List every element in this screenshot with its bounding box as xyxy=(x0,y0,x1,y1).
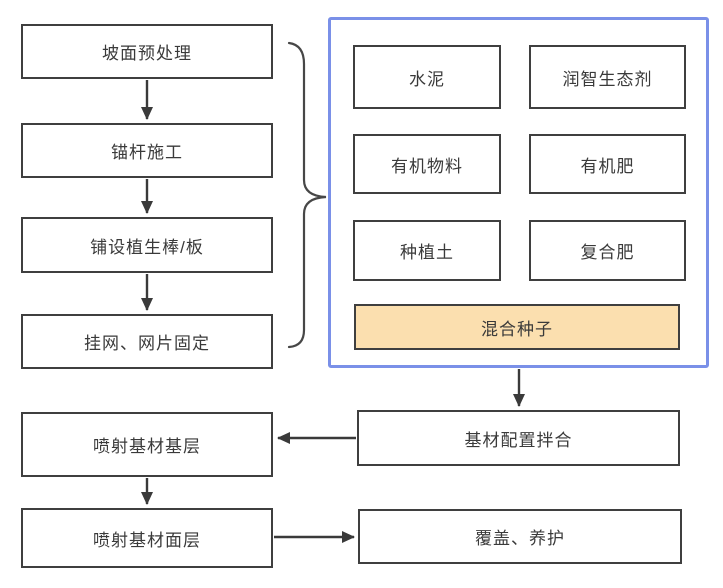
node-compound-fertilizer: 复合肥 xyxy=(529,220,686,281)
node-label: 复合肥 xyxy=(580,243,635,262)
node-label: 有机物料 xyxy=(391,156,463,176)
node-label: 种植土 xyxy=(400,243,454,262)
node-spray-substrate-base-layer: 喷射基材基层 xyxy=(21,412,273,477)
node-substrate-mixing: 基材配置拌合 xyxy=(357,410,680,466)
node-spray-substrate-surface-layer: 喷射基材面层 xyxy=(21,508,273,568)
node-hang-net-fixing: 挂网、网片固定 xyxy=(21,314,273,369)
node-label: 基材配置拌合 xyxy=(464,430,573,450)
node-planting-soil: 种植土 xyxy=(353,220,501,281)
node-label: 锚杆施工 xyxy=(111,143,183,162)
node-runzhi-eco-agent: 润智生态剂 xyxy=(529,45,686,109)
node-anchor-bolt-construction: 锚杆施工 xyxy=(21,123,273,178)
node-slope-pretreatment: 坡面预处理 xyxy=(21,24,273,79)
node-lay-vegetation-rod-board: 铺设植生棒/板 xyxy=(21,217,273,273)
node-organic-fertilizer: 有机肥 xyxy=(529,134,686,194)
node-label: 润智生态剂 xyxy=(562,69,653,89)
node-label: 喷射基材面层 xyxy=(93,530,201,550)
node-label: 覆盖、养护 xyxy=(475,529,565,548)
materials-group-container: 水泥 润智生态剂 有机物料 有机肥 种植土 复合肥 混合种子 xyxy=(328,17,709,368)
node-label: 坡面预处理 xyxy=(102,44,192,63)
node-label: 水泥 xyxy=(409,69,445,89)
node-mixed-seeds: 混合种子 xyxy=(354,304,680,350)
curly-brace xyxy=(287,41,327,349)
node-label: 有机肥 xyxy=(580,156,635,176)
node-organic-material: 有机物料 xyxy=(353,134,501,194)
node-label: 挂网、网片固定 xyxy=(84,334,210,353)
node-cover-and-maintain: 覆盖、养护 xyxy=(358,509,682,564)
node-label: 喷射基材基层 xyxy=(93,437,201,456)
node-label: 混合种子 xyxy=(481,319,553,339)
node-label: 铺设植生棒/板 xyxy=(90,237,204,257)
node-cement: 水泥 xyxy=(353,45,501,109)
